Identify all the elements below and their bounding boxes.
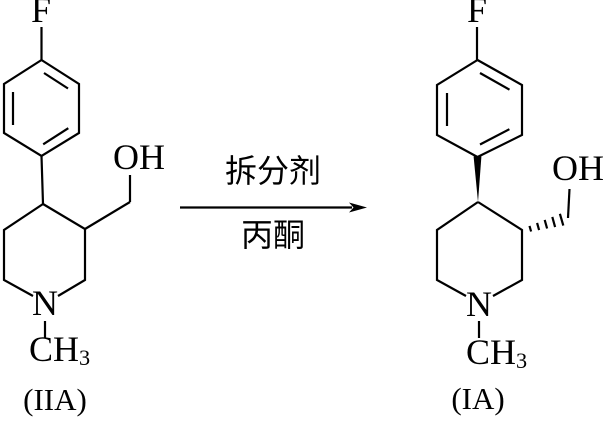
product-methyl-subscript: 3	[516, 348, 528, 374]
product-fluorine-label: F	[466, 0, 488, 30]
reaction-arrow	[180, 202, 367, 213]
reactant-benzene-double-bond-1	[43, 72, 69, 90]
reactant-caption: (IIA)	[23, 382, 87, 417]
reactant-hydroxyl-label: OH	[113, 137, 165, 177]
reactant-piperidine-left-bonds	[2, 203, 44, 297]
product-methyl-label: CH3	[466, 332, 528, 374]
product-piperidine-left-bonds	[435, 201, 479, 297]
reactant-nitrogen-label: N	[32, 283, 58, 323]
product-structure-drawing	[435, 27, 571, 338]
reactant-methyl-label: CH3	[29, 329, 91, 371]
reactant-benzene-ring	[2, 58, 81, 158]
product-hydroxyl-ch2-bond	[566, 188, 571, 219]
reactant-methyl-subscript: 3	[79, 345, 91, 371]
product-hydroxyl-label: OH	[552, 148, 604, 188]
product-hashed-wedge-bond	[528, 213, 565, 232]
product-nitrogen-label: N	[466, 284, 492, 324]
product-caption: (IA)	[451, 381, 505, 416]
solvent-below-arrow: 丙酮	[240, 217, 306, 253]
arrowhead	[349, 202, 367, 213]
product-methyl-base: CH	[466, 332, 517, 372]
reagent-above-arrow: 拆分剂	[224, 153, 322, 189]
reactant-benzene-double-bond-3	[42, 127, 69, 146]
reactant-fluorine-label: F	[30, 0, 52, 30]
reactant-methyl-base: CH	[29, 329, 80, 369]
product-benzene-double-bond-3	[479, 128, 510, 146]
reactant-ch2-ring-bond	[84, 201, 131, 230]
product-piperidine-right-bonds	[477, 201, 524, 297]
product-benzene-ring	[435, 58, 524, 159]
product-bold-wedge-bond	[473, 156, 482, 202]
reactant-piperidine-right-bonds	[42, 203, 87, 297]
reactant-aryl-piperidine-bond	[40, 155, 45, 205]
reactant-structure-drawing	[2, 27, 132, 338]
product-benzene-double-bond-1	[479, 72, 511, 91]
